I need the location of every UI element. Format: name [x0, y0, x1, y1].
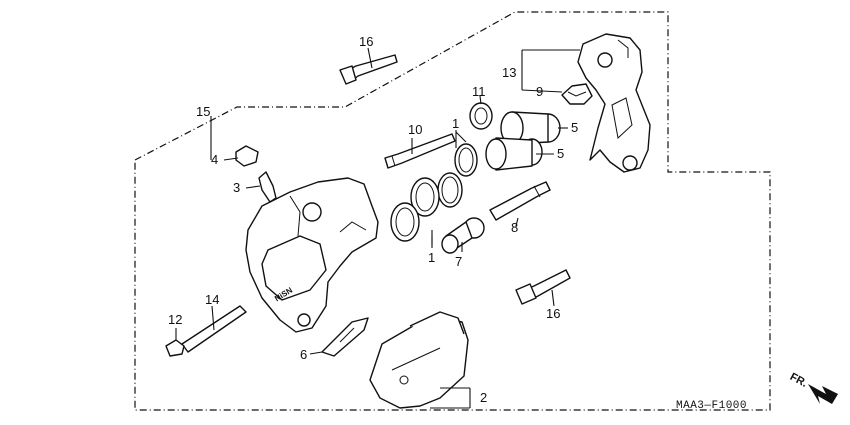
callout-6: 6	[300, 347, 307, 362]
assembly-boundary	[134, 11, 771, 411]
callout-1-upper: 1	[452, 116, 459, 131]
callout-1-lower: 1	[428, 250, 435, 265]
pad-spring-6	[321, 317, 369, 357]
piston-lower	[485, 137, 543, 171]
callout-10: 7	[455, 254, 462, 269]
callout-16-lower: 16	[546, 306, 560, 321]
callout-3: 3	[233, 180, 240, 195]
bracket-bolt-upper	[339, 54, 398, 85]
leader-lines	[175, 47, 580, 409]
callout-8: 10	[408, 122, 422, 137]
bleed-valve	[258, 171, 277, 203]
bracket-bolt-lower	[515, 269, 571, 305]
callout-7: 9	[536, 84, 543, 99]
callout-15: 15	[196, 104, 210, 119]
piston-upper	[500, 111, 561, 145]
direction-label: FR.	[788, 371, 809, 390]
brake-pads	[369, 311, 469, 409]
callout-14: 14	[205, 292, 219, 307]
piston-seals-lower	[390, 177, 440, 242]
slide-pin-8	[384, 133, 456, 169]
slide-pin-9	[489, 181, 551, 221]
callout-4: 4	[211, 152, 218, 167]
bleed-cap	[235, 145, 259, 167]
callout-2: 2	[480, 390, 487, 405]
caliper-bracket	[577, 33, 651, 173]
front-direction-arrow	[808, 384, 838, 404]
caliper-body: NiSN	[245, 177, 379, 333]
callout-11: 11	[472, 84, 486, 99]
callout-labels: 16 13 9 11 15 10 1 5 4 5 3 8 1 7 14 16 1…	[168, 34, 578, 405]
callout-12: 12	[168, 312, 182, 327]
piston-seals-upper	[437, 143, 478, 208]
callout-5-upper: 5	[571, 120, 578, 135]
pad-retainer-clip	[561, 83, 593, 105]
callout-9: 8	[511, 220, 518, 235]
pad-pin-plug-12	[165, 339, 185, 357]
diagram-code: MAA3—F1000	[676, 400, 747, 412]
callout-5-lower: 5	[557, 146, 564, 161]
pin-boot-10	[441, 217, 485, 254]
callout-13: 13	[502, 65, 516, 80]
pin-boot-11	[469, 102, 493, 130]
callout-16-upper: 16	[359, 34, 373, 49]
